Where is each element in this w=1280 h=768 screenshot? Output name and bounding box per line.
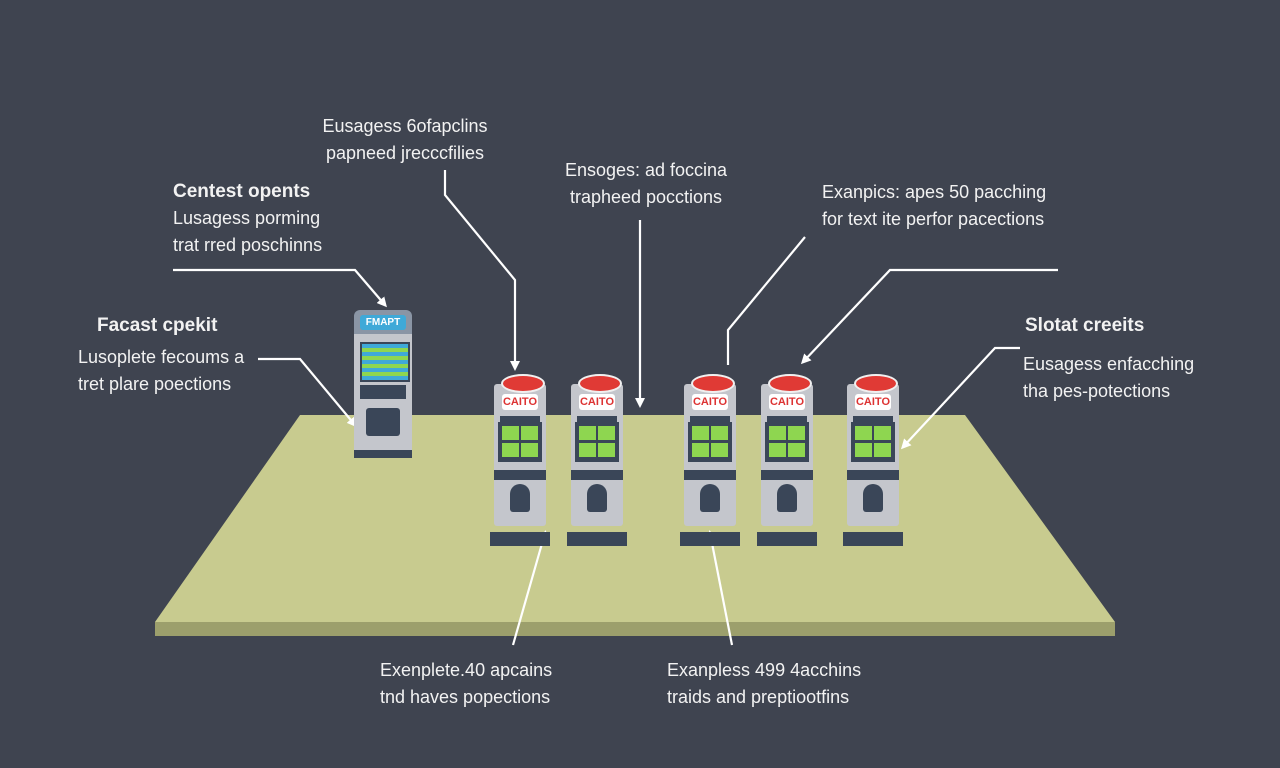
arrow-facast (258, 357, 357, 428)
arrow-bottom-left (511, 530, 548, 646)
machine-brand: CAITO (769, 394, 805, 410)
arrow-right-upper (800, 268, 1058, 365)
machine-screen (765, 422, 809, 462)
machine-brand: CAITO (692, 394, 728, 410)
red-light (691, 374, 735, 393)
arrow-slotat (900, 346, 1020, 450)
arrow-contest (173, 268, 387, 308)
kiosk-door (366, 408, 400, 436)
machine-screen (575, 422, 619, 462)
machine-door (863, 484, 883, 512)
machine-door (700, 484, 720, 512)
machine-screen (851, 422, 895, 462)
floor-edge (155, 622, 1115, 636)
red-light (578, 374, 622, 393)
machine-door (587, 484, 607, 512)
machine-brand: CAITO (502, 394, 538, 410)
kiosk-machine: FMAPT (354, 310, 412, 460)
arrow-bottom-right (706, 530, 734, 646)
machine-door (777, 484, 797, 512)
machine-brand: CAITO (855, 394, 891, 410)
machine-brand: CAITO (579, 394, 615, 410)
red-light (501, 374, 545, 393)
machine-door (510, 484, 530, 512)
kiosk-sign: FMAPT (360, 315, 406, 330)
arrow-top-left (443, 170, 520, 371)
machine-screen (498, 422, 542, 462)
line-top-right (726, 236, 806, 365)
kiosk-screen (360, 342, 410, 382)
red-light (768, 374, 812, 393)
floor-platform (155, 415, 1115, 622)
machine-screen (688, 422, 732, 462)
red-light (854, 374, 898, 393)
